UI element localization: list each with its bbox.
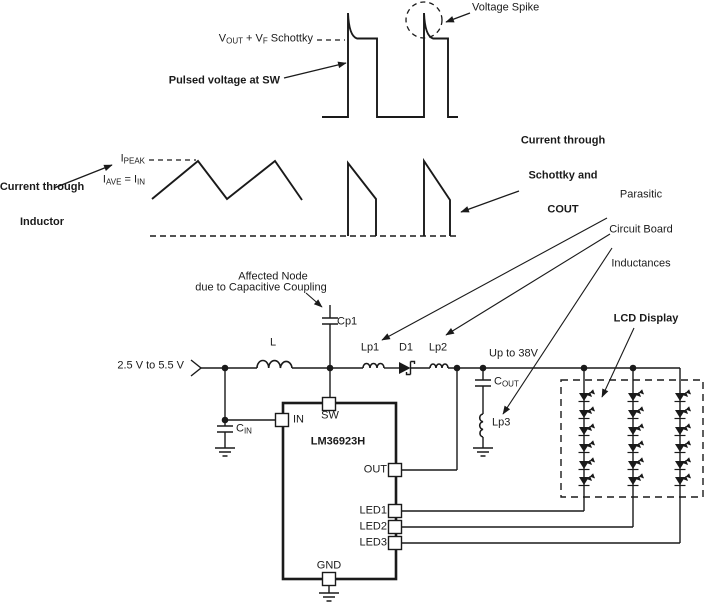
affected-node-arrow [305,292,323,308]
input-voltage-label: 2.5 V to 5.5 V [117,359,184,372]
diode-d1 [399,360,416,376]
schottky-current-waveform [347,157,451,236]
vout-vf-schottky-label: VOUT + VF Schottky [218,32,313,46]
ic-part-number-label: LM36923H [310,435,366,448]
sw-voltage-waveform [322,12,458,118]
pin-led2 [387,519,403,535]
schottky-current-arrow [460,190,520,213]
led-strings [579,391,691,486]
pin-led1 [387,503,403,519]
pin-gnd [321,571,337,587]
diode-d1-label: D1 [398,341,414,354]
parasitic-inductance-label: Parasitic Circuit Board Inductances [609,188,673,270]
capacitor-cout [474,379,492,387]
annotation-arrows [305,217,635,415]
inductor-current-label: Current through Inductor [0,180,85,228]
lcd-display-box [560,379,704,498]
inductor-lp3-label: Lp3 [492,416,511,429]
led-feedback-wires [401,510,680,544]
parasitic-arrow-lp2 [445,233,611,336]
pin-led3 [387,535,403,551]
voltage-spike-arrow [445,12,471,23]
pin-sw [321,396,337,412]
lcd-display-label: LCD Display [613,312,679,325]
capacitor-cp1 [321,317,339,325]
inductor-lp2 [429,363,449,369]
inductor-L-label: L [269,336,277,349]
pin-out [387,462,403,478]
current-waveform-annotations [53,159,520,237]
affected-node-label-line2: due to Capacitive Coupling [195,281,327,294]
pin-out-label: OUT [363,463,387,476]
pin-in [274,412,290,428]
iave-label: IAVE = IIN [102,173,145,187]
inductor-lp1-label: Lp1 [360,341,380,354]
pin-led1-label: LED1 [359,504,387,517]
sw-waveform-annotations [283,1,471,79]
cin-ground [214,447,236,457]
schottky-current-label: Current through Schottky and COUT [520,134,606,216]
inductor-lp2-label: Lp2 [428,341,448,354]
inductor-current-arrow [53,164,113,189]
capacitor-cout-label: COUT [494,375,519,389]
pulsed-voltage-arrow [283,61,347,79]
input-chevron [190,359,203,377]
inductor-current-waveform [151,159,303,201]
input-branch [224,368,276,421]
voltage-spike-label: Voltage Spike [472,1,540,14]
spike-dashed-circle [405,1,443,39]
pin-in-label: IN [293,413,304,426]
lcd-display-arrow [601,327,635,398]
affected-node-label-line1: Affected Node [238,270,308,283]
inductor-L [256,359,293,369]
pin-led2-label: LED2 [359,520,387,533]
capacitor-cp1-label: Cp1 [337,315,358,328]
pin-gnd-label: GND [316,559,342,572]
pulsed-voltage-label: Pulsed voltage at SW [168,74,280,87]
ic-body [281,401,398,581]
lp3-ground [472,447,494,457]
pin-sw-label: SW [321,409,339,422]
out-branch [401,368,458,471]
parasitic-arrow-lp1 [381,217,608,341]
inductor-lp3 [479,413,484,438]
parasitic-arrow-lp3 [502,247,613,415]
ipeak-label: IPEAK [120,152,145,166]
output-voltage-label: Up to 38V [489,347,538,360]
pin-led3-label: LED3 [359,536,387,549]
capacitor-cin [216,425,234,433]
ic-ground [318,592,340,602]
schematic-wires [190,305,681,593]
capacitor-cin-label: CIN [236,422,252,436]
inductor-lp1 [362,362,385,369]
junction-dots [221,364,637,424]
